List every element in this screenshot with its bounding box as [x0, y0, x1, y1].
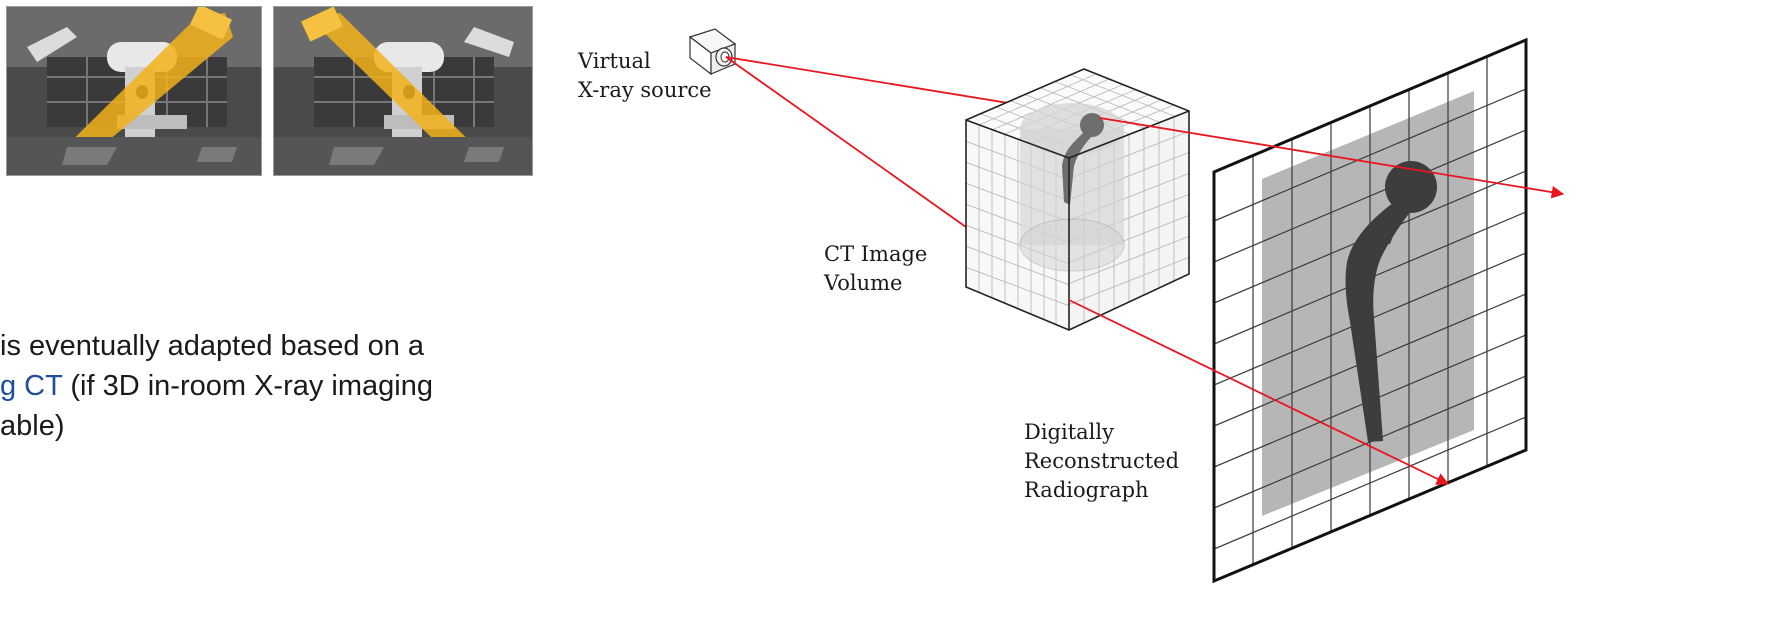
drr-label-line-3: Radiograph — [1024, 478, 1149, 502]
drr-diagram — [688, 28, 1565, 584]
ct-volume-cube — [965, 68, 1190, 331]
body-text-line-3: able) — [0, 410, 65, 442]
source-label-line-1: Virtual — [578, 49, 651, 73]
body-text-line-1: is eventually adapted based on a — [0, 330, 425, 362]
source-label: Virtual X-ray source — [578, 47, 712, 105]
drr-label: Digitally Reconstructed Radiograph — [1024, 418, 1179, 505]
body-text: is eventually adapted based on a g CT (i… — [0, 326, 570, 446]
treatment-room-photo-right — [273, 6, 533, 176]
treatment-room-photo-left — [6, 6, 262, 176]
drr-label-line-1: Digitally — [1024, 420, 1114, 444]
ray-lower-exit — [1068, 299, 1450, 485]
ray-upper-exit — [1099, 117, 1565, 199]
body-text-line-2-rest: (if 3D in-room X-ray imaging — [62, 370, 433, 402]
source-label-line-2: X-ray source — [578, 78, 712, 102]
volume-label-line-2: Volume — [824, 271, 903, 295]
drr-label-line-2: Reconstructed — [1024, 449, 1180, 473]
body-text-line-2: g CT (if 3D in-room X-ray imaging — [0, 366, 570, 406]
xray-source-icon — [688, 28, 737, 76]
drr-panel — [1212, 37, 1528, 584]
femur-projection — [1345, 161, 1437, 442]
body-text-accent: g CT — [0, 370, 63, 402]
volume-label-line-1: CT Image — [824, 242, 928, 266]
volume-label: CT Image Volume — [824, 240, 927, 298]
